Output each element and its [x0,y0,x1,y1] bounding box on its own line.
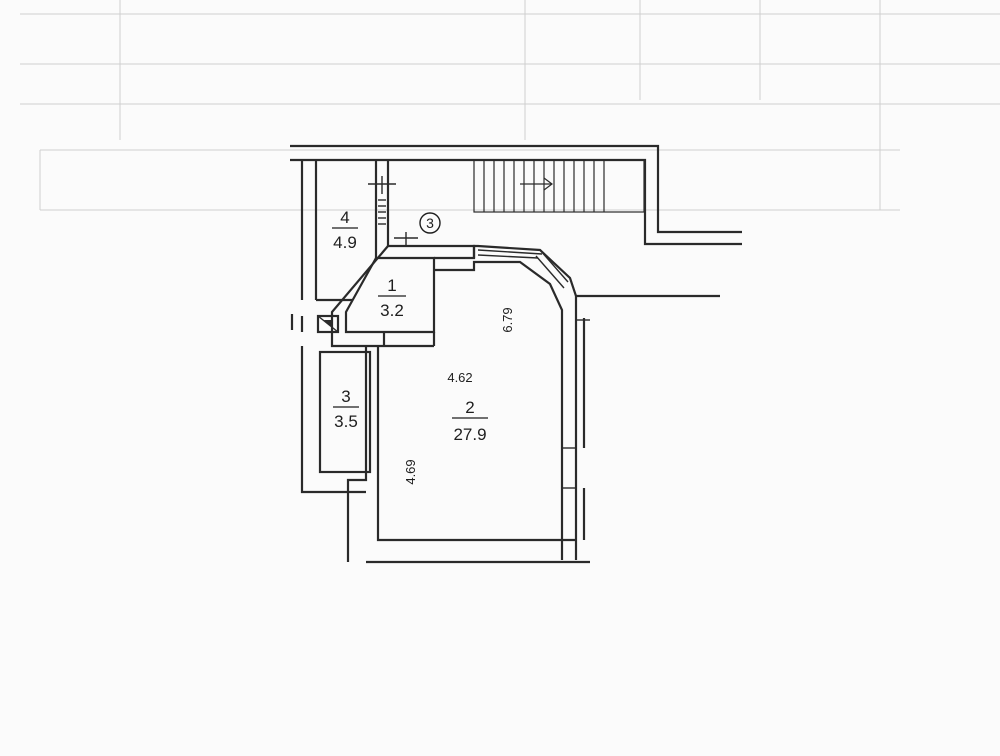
room-1-label: 1 3.2 [378,276,406,320]
room-1-area: 3.2 [380,301,404,320]
room-4-label: 4 4.9 [332,208,358,252]
section-marker: 3 [419,212,441,234]
room-4-walls [300,160,396,302]
stair-steps [483,160,605,212]
room-2-walls [346,244,720,564]
stair-direction-arrow [520,177,553,191]
section-marker-number: 3 [426,215,434,231]
faded-header-table [20,0,1000,211]
room-2-left-height: 4.69 [403,459,418,484]
room-2-top-width: 4.62 [447,370,472,385]
staircase-area [290,144,742,246]
room-2-label: 2 27.9 [452,398,488,444]
room-3-number: 3 [341,387,350,406]
room-3-label: 3 3.5 [333,387,359,431]
room-1-number: 1 [387,276,396,295]
room-3-walls [290,314,372,494]
room-2-area: 27.9 [453,425,486,444]
room-2-number: 2 [465,398,474,417]
room-3-area: 3.5 [334,412,358,431]
room-4-area: 4.9 [333,233,357,252]
room-2-right-height: 6.79 [500,307,515,332]
room-4-number: 4 [340,208,349,227]
